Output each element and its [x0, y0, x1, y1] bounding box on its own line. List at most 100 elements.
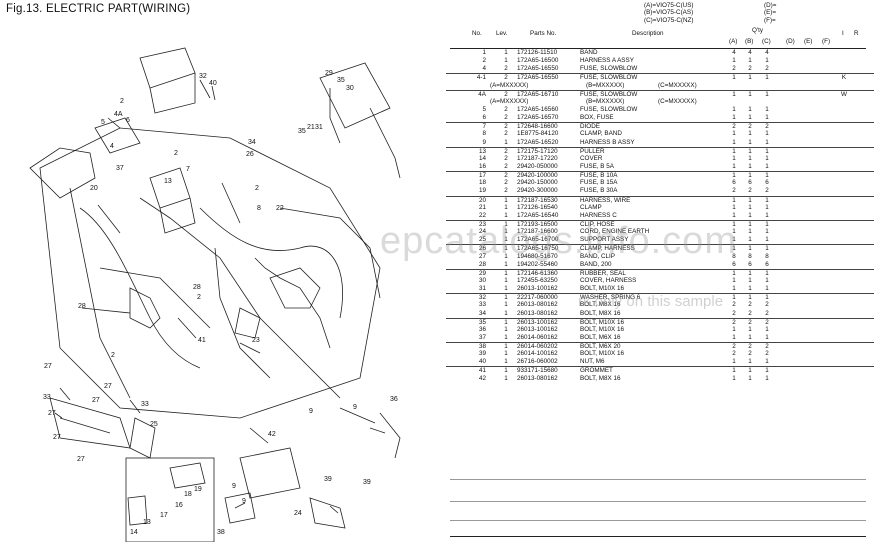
callout-label: 7 — [186, 166, 190, 173]
cell-description: WASHER, SPRING 6 — [580, 294, 641, 302]
callout-label: 13 — [143, 519, 151, 526]
cell-lev: 1 — [504, 343, 508, 351]
model-legend-b: (B)=VIO75-C(AS) — [644, 9, 694, 17]
cell-qty-c: 1 — [765, 367, 769, 375]
cell-qty-c: 2 — [765, 350, 769, 358]
cell-qty-a: 1 — [732, 245, 736, 253]
cell-no: 31 — [478, 285, 486, 293]
cell-qty-a: 2 — [732, 123, 736, 131]
cell-no: 39 — [478, 350, 486, 358]
callout-label: 4A — [114, 111, 123, 118]
callout-label: 27 — [77, 456, 85, 463]
cell-lev: 2 — [504, 162, 508, 170]
cell-qty-c: 2 — [765, 309, 769, 317]
table-rule — [450, 479, 866, 480]
cell-qty-a: 1 — [732, 228, 736, 236]
header-col-f: (F) — [822, 38, 831, 45]
cell-lev: 1 — [504, 301, 508, 309]
cell-no: 32 — [478, 294, 486, 302]
callout-label: 2 — [255, 185, 259, 192]
callout-label: 9 — [309, 408, 313, 415]
cell-qty-b: 1 — [748, 74, 752, 82]
serial-range-a: (A=MXXXXX) — [490, 97, 529, 105]
cell-qty-b: 2 — [748, 318, 752, 326]
cell-description: CLIP, HOSE — [580, 220, 615, 228]
cell-part-no: 172146-61360 — [517, 269, 558, 277]
cell-description: FUSE, SLOWBLOW — [580, 90, 638, 98]
callout-label: 30 — [346, 85, 354, 92]
cell-qty-b: 2 — [748, 309, 752, 317]
cell-lev: 2 — [504, 147, 508, 155]
cell-lev: 2 — [504, 65, 508, 73]
cell-qty-c: 1 — [765, 294, 769, 302]
cell-part-no: 172193-16500 — [517, 220, 558, 228]
model-legend-a: (A)=VIO75-C(US) — [644, 2, 694, 9]
callout-label: 9 — [242, 498, 246, 505]
cell-part-no: 1E8775-84120 — [517, 130, 559, 138]
cell-qty-c: 1 — [765, 245, 769, 253]
cell-qty-a: 1 — [732, 358, 736, 366]
cell-lev: 1 — [504, 309, 508, 317]
cell-lev: 1 — [504, 252, 508, 260]
header-no: No. — [472, 30, 482, 37]
cell-qty-c: 1 — [765, 147, 769, 155]
cell-description: BOLT, M8X 16 — [580, 374, 621, 382]
cell-description: BOLT, M10X 16 — [580, 318, 624, 326]
cell-lev: 1 — [504, 269, 508, 277]
cell-no: 26 — [478, 245, 486, 253]
cell-qty-c: 1 — [765, 138, 769, 146]
cell-qty-b: 1 — [748, 105, 752, 113]
cell-part-no: 172175-17120 — [517, 147, 558, 155]
cell-qty-a: 1 — [732, 138, 736, 146]
callout-label: 6 — [126, 117, 130, 124]
cell-part-no: 26013-100162 — [517, 285, 558, 293]
cell-qty-c: 1 — [765, 196, 769, 204]
cell-qty-b: 1 — [748, 228, 752, 236]
callout-label: 8 — [257, 205, 261, 212]
cell-qty-c: 1 — [765, 172, 769, 180]
cell-no: 33 — [478, 301, 486, 309]
header-description: Description — [632, 30, 664, 37]
cell-part-no: 172126-11510 — [517, 49, 558, 56]
header-i: I — [842, 30, 844, 37]
cell-description: GROMMET — [580, 367, 613, 375]
cell-description: FUSE, SLOWBLOW — [580, 105, 638, 113]
cell-description: BOLT, M10X 16 — [580, 285, 624, 293]
callout-label: 17 — [160, 512, 168, 519]
cell-no: 16 — [478, 162, 486, 170]
callout-label: 16 — [175, 502, 183, 509]
cell-part-no: 29420-100000 — [517, 172, 558, 180]
cell-part-no: 26013-100162 — [517, 325, 558, 333]
cell-part-no: 26013-080162 — [517, 301, 558, 309]
cell-qty-b: 2 — [748, 350, 752, 358]
cell-qty-b: 1 — [748, 325, 752, 333]
cell-lev: 1 — [504, 325, 508, 333]
cell-part-no: 172A65-16750 — [517, 245, 559, 253]
cell-qty-b: 1 — [748, 162, 752, 170]
cell-qty-b: 1 — [748, 57, 752, 65]
cell-qty-a: 2 — [732, 350, 736, 358]
cell-lev: 1 — [504, 276, 508, 284]
cell-no: 25 — [478, 236, 486, 244]
cell-qty-c: 1 — [765, 228, 769, 236]
cell-qty-a: 1 — [732, 196, 736, 204]
cell-no: 19 — [478, 187, 486, 195]
cell-qty-b: 2 — [748, 343, 752, 351]
callout-label: 31 — [315, 124, 323, 131]
cell-qty-b: 1 — [748, 294, 752, 302]
cell-qty-c: 2 — [765, 343, 769, 351]
cell-lev: 1 — [504, 367, 508, 375]
callout-label: 29 — [325, 70, 333, 77]
diagram-linework — [29, 47, 401, 542]
cell-part-no: 172A65-16570 — [517, 114, 559, 122]
